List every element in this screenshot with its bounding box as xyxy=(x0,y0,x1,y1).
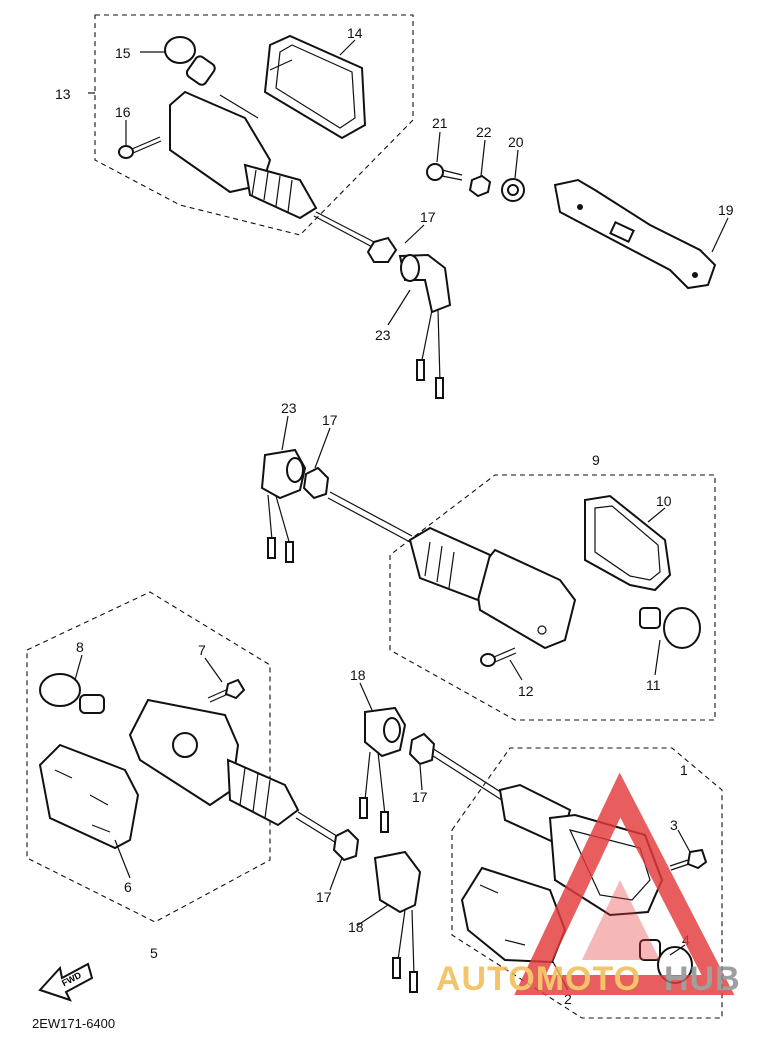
nut-22 xyxy=(468,174,492,198)
callout-17-low-left: 17 xyxy=(316,889,332,905)
grommet-18-low-left xyxy=(373,850,422,993)
callout-23-mid: 23 xyxy=(281,400,297,416)
grommet-18-upper xyxy=(359,706,407,833)
housing-5 xyxy=(128,698,300,827)
callout-18-upper: 18 xyxy=(350,667,366,683)
diagram-code: 2EW171-6400 xyxy=(32,1016,115,1031)
screw-12 xyxy=(480,647,517,667)
callout-14: 14 xyxy=(347,25,363,41)
callout-17-top: 17 xyxy=(420,209,436,225)
lens-14 xyxy=(263,34,367,140)
nut-17-mid xyxy=(302,466,330,500)
callout-3: 3 xyxy=(670,817,678,833)
callout-5: 5 xyxy=(150,945,158,961)
callout-15: 15 xyxy=(115,45,131,61)
bulb-15 xyxy=(164,36,216,86)
housing-13 xyxy=(169,90,318,220)
callout-labels: 13 15 14 16 21 22 20 19 17 23 23 17 9 10… xyxy=(55,25,734,1007)
fwd-arrow: FWD xyxy=(38,962,94,1002)
callout-8: 8 xyxy=(76,639,84,655)
callout-1: 1 xyxy=(680,762,688,778)
bolt-21 xyxy=(426,163,463,181)
flasher-assembly-front-left xyxy=(26,591,341,923)
grommet-23-top xyxy=(398,253,452,399)
callout-23-top: 23 xyxy=(375,327,391,343)
watermark-text-right: HUB xyxy=(664,960,741,998)
screw-16 xyxy=(118,136,162,159)
callout-11: 11 xyxy=(646,677,661,693)
washer-20 xyxy=(501,178,525,202)
flasher-assembly-rear-left xyxy=(94,14,452,399)
housing-9 xyxy=(408,526,577,650)
callout-21: 21 xyxy=(432,115,448,131)
screw-7 xyxy=(207,678,246,703)
callout-12: 12 xyxy=(518,683,534,699)
lens-10 xyxy=(584,494,672,592)
callout-20: 20 xyxy=(508,134,524,150)
lens-6 xyxy=(38,743,140,850)
callout-7: 7 xyxy=(198,642,206,658)
callout-6: 6 xyxy=(124,879,132,895)
bracket-19 xyxy=(553,178,717,290)
callout-19: 19 xyxy=(718,202,734,218)
screw-3 xyxy=(669,848,708,871)
nut-17-top xyxy=(366,236,398,263)
nut-17-low-right xyxy=(408,732,436,766)
callout-10: 10 xyxy=(656,493,672,509)
callout-17-low-right: 17 xyxy=(412,789,428,805)
callout-22: 22 xyxy=(476,124,492,140)
callout-9: 9 xyxy=(592,452,600,468)
callout-2: 2 xyxy=(564,991,572,1007)
bulb-11 xyxy=(639,607,701,649)
leader-lines xyxy=(74,39,729,991)
grommet-23-mid xyxy=(260,448,307,563)
callout-13: 13 xyxy=(55,86,71,102)
flasher-assembly-front-right xyxy=(327,474,716,721)
callout-18-low: 18 xyxy=(348,919,364,935)
callout-16: 16 xyxy=(115,104,131,120)
bulb-8 xyxy=(39,673,105,714)
callout-17-mid: 17 xyxy=(322,412,338,428)
nut-17-low-left xyxy=(332,828,360,862)
bulb-4 xyxy=(639,939,693,984)
watermark-logo: AUTOMOTO HUB xyxy=(436,772,741,998)
watermark-text-left: AUTOMOTO xyxy=(436,960,641,998)
